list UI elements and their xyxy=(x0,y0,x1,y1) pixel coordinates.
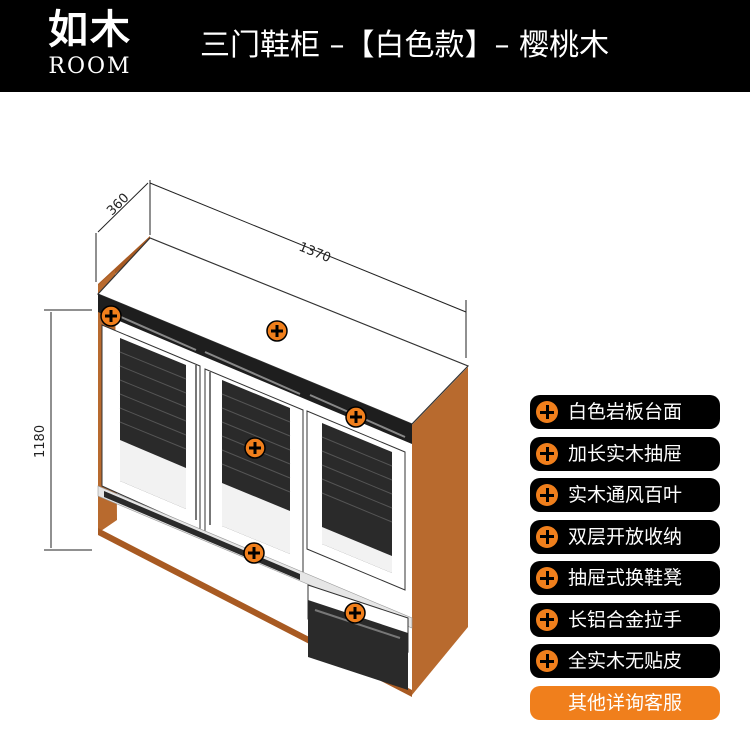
feature-label: 抽屉式换鞋凳 xyxy=(568,567,683,589)
cabinet-door-right xyxy=(306,410,406,591)
plus-icon xyxy=(536,567,558,589)
feature-label: 全实木无贴皮 xyxy=(568,650,683,672)
header-bar: 如木 ROOM 三门鞋柜 –【白色款】– 樱桃木 xyxy=(0,0,750,92)
feature-label: 白色岩板台面 xyxy=(568,401,683,423)
hotspot-markers xyxy=(100,305,367,624)
feature-label: 实木通风百叶 xyxy=(568,484,683,506)
cabinet-right-side xyxy=(412,367,468,695)
feature-label: 长铝合金拉手 xyxy=(568,608,683,631)
plus-icon xyxy=(536,650,558,672)
width-dimension-label: 1370 xyxy=(297,240,333,266)
plus-icon[interactable] xyxy=(244,437,266,459)
brand-logo-cn: 如木 xyxy=(48,7,132,53)
cabinet-door-middle xyxy=(204,368,304,574)
brand-logo-en: ROOM xyxy=(48,54,132,79)
plus-icon xyxy=(536,442,558,465)
depth-dimension-label: 360 xyxy=(104,191,132,219)
feature-item[interactable]: 双层开放收纳 xyxy=(530,519,720,554)
feature-item[interactable]: 实木通风百叶 xyxy=(530,478,720,512)
plus-icon[interactable] xyxy=(266,320,288,342)
page-title: 三门鞋柜 –【白色款】– 樱桃木 xyxy=(200,28,610,63)
consult-service-button[interactable]: 其他详询客服 xyxy=(530,685,720,720)
feature-label: 加长实木抽屉 xyxy=(568,442,683,465)
dimension-lines xyxy=(44,180,467,551)
plus-icon xyxy=(536,525,558,548)
cabinet-door-left xyxy=(101,324,201,531)
feature-item[interactable]: 长铝合金拉手 xyxy=(530,602,720,637)
louver-slats xyxy=(119,351,393,523)
plus-icon[interactable] xyxy=(344,602,366,624)
feature-item[interactable]: 全实木无贴皮 xyxy=(530,644,720,678)
feature-label: 双层开放收纳 xyxy=(568,525,683,548)
plus-icon xyxy=(536,608,558,631)
plus-icon[interactable] xyxy=(100,305,122,327)
height-dimension-label: 1180 xyxy=(33,425,48,458)
feature-item[interactable]: 白色岩板台面 xyxy=(530,395,720,429)
plus-icon xyxy=(536,484,558,506)
plus-icon[interactable] xyxy=(243,542,265,564)
cabinet-illustration: 360 1370 1180 xyxy=(33,180,470,697)
feature-item[interactable]: 抽屉式换鞋凳 xyxy=(530,561,720,595)
plus-icon xyxy=(536,401,558,423)
plus-icon[interactable] xyxy=(345,406,367,428)
feature-item[interactable]: 加长实木抽屉 xyxy=(530,436,720,471)
feature-list: 白色岩板台面 加长实木抽屉 实木通风百叶 双层开放收纳 抽屉式换鞋凳 长铝合金拉… xyxy=(530,395,720,720)
top-drawer-rail xyxy=(98,294,412,444)
